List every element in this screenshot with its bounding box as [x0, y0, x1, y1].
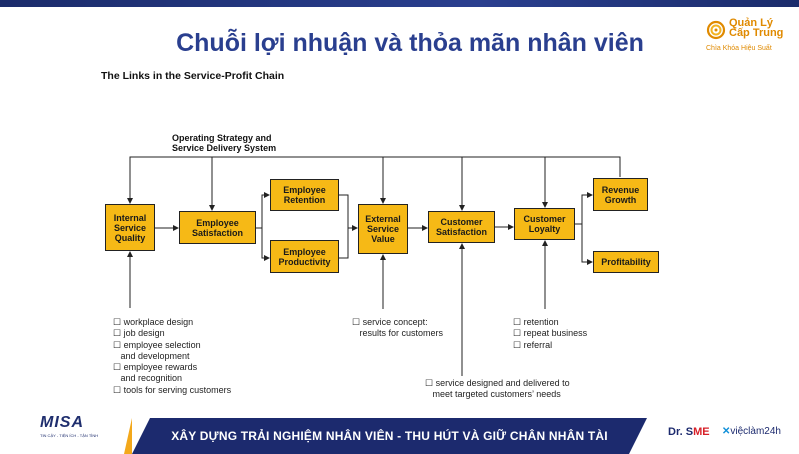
list-item: ☐ job design [113, 328, 165, 339]
vieclam-text: việclàm24h [730, 426, 781, 437]
arrow-to-retention [256, 192, 270, 229]
list-item: ☐ referral [513, 339, 553, 350]
box-customer-loyalty: Customer Loyalty [514, 208, 575, 240]
list-item: meet targeted customers’ needs [425, 389, 561, 400]
footer-banner [132, 418, 647, 454]
list-item: and development [113, 350, 190, 361]
drsme-logo: Dr. SME [668, 426, 710, 438]
brand-name-line1: Quản Lý [729, 17, 774, 29]
arrow-to-productivity [261, 228, 270, 261]
box-employee-retention: Employee Retention [270, 179, 339, 211]
operating-strategy-label: Operating Strategy and Service Delivery … [172, 133, 277, 153]
slide-title: Chuỗi lợi nhuận và thỏa mãn nhân viên [176, 29, 644, 57]
internal-quality-factors-list: ☐ workplace design ☐ job design ☐ employ… [113, 317, 231, 396]
brand-logo: Quản Lý Cấp Trung Chìa Khóa Hiệu Suất [706, 18, 796, 58]
drsme-prefix: Dr. S [668, 426, 694, 438]
list-item: results for customers [352, 328, 444, 339]
customer-loyalty-list: ☐ retention ☐ repeat business ☐ referral [513, 317, 587, 351]
box-employee-satisfaction: Employee Satisfaction [179, 211, 256, 244]
retention-productivity-join [339, 194, 349, 259]
brand-name: Quản Lý Cấp Trung [729, 17, 784, 39]
misa-logo: MISA TIN CẬY - TIỆN ÍCH - TẬN TÌNH [40, 414, 102, 444]
list-item: ☐ repeat business [513, 328, 588, 339]
list-item: ☐ employee rewards [113, 362, 198, 373]
arrow-to-profitability [581, 224, 593, 265]
vieclam-x-icon: ✕ [722, 426, 731, 437]
diagram-subtitle: The Links in the Service-Profit Chain [101, 70, 285, 82]
brand-spiral-icon [706, 20, 726, 40]
list-item: ☐ service designed and delivered to [425, 378, 570, 388]
box-revenue-growth: Revenue Growth [593, 178, 648, 211]
box-internal-service-quality: Internal Service Quality [105, 204, 155, 251]
vieclam24h-logo: ✕việclàm24h [722, 426, 781, 437]
top-feedback-line [127, 156, 621, 204]
brand-tagline: Chìa Khóa Hiệu Suất [706, 45, 772, 52]
list-item: ☐ workplace design [113, 317, 194, 327]
list-item: ☐ tools for serving customers [113, 384, 232, 395]
service-value-list: ☐ service concept: results for customers [352, 317, 443, 340]
list-item: ☐ retention [513, 317, 559, 327]
box-profitability: Profitability [593, 251, 659, 273]
service-design-list: ☐ service designed and delivered to meet… [425, 378, 570, 401]
arrow-to-revenue [575, 192, 593, 225]
list-item: and recognition [113, 373, 183, 384]
drsme-suffix: ME [693, 426, 710, 438]
top-band [0, 0, 799, 7]
box-external-service-value: External Service Value [358, 204, 408, 254]
footer-accent [124, 418, 132, 454]
misa-logo-text: MISA [40, 414, 84, 431]
box-employee-productivity: Employee Productivity [270, 240, 339, 273]
misa-tagline: TIN CẬY - TIỆN ÍCH - TẬN TÌNH [40, 433, 99, 438]
list-item: ☐ service concept: [352, 317, 428, 327]
brand-name-line2: Cấp Trung [729, 27, 784, 39]
footer-banner-text: XÂY DỰNG TRẢI NGHIỆM NHÂN VIÊN - THU HÚT… [171, 429, 608, 443]
box-customer-satisfaction: Customer Satisfaction [428, 211, 495, 243]
list-item: ☐ employee selection [113, 339, 201, 350]
